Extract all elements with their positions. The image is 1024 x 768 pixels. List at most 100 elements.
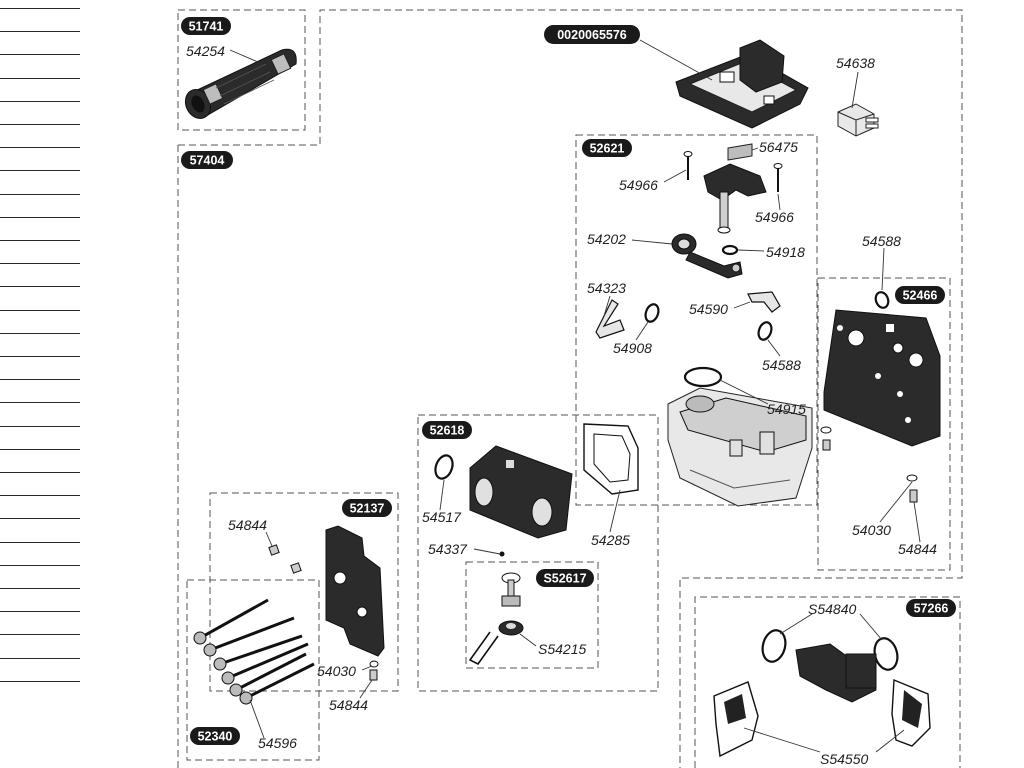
sidebar-rule (0, 170, 80, 172)
sidebar-rule (0, 8, 80, 9)
label-54590: 54590 (689, 301, 728, 317)
label-54588-bracket: 54588 (862, 233, 901, 249)
box-52340 (186, 579, 320, 761)
label-54844-plate: 54844 (898, 541, 937, 557)
sidebar-rule (0, 240, 80, 241)
box-52137 (209, 492, 399, 692)
badge-52137-label: 52137 (350, 502, 385, 516)
label-S54550: S54550 (820, 751, 868, 767)
badge-57266: 57266 (906, 599, 956, 617)
sidebar-rule (0, 216, 80, 218)
label-54915: 54915 (767, 401, 806, 417)
box-51741 (177, 9, 306, 131)
part-drawings (184, 39, 941, 758)
sidebar-rule (0, 518, 80, 520)
label-54030-plate: 54030 (852, 522, 891, 538)
badge-52621: 52621 (582, 139, 632, 157)
sidebar-rule (0, 495, 80, 497)
sidebar-rule (0, 657, 80, 659)
label-S54215: S54215 (538, 641, 586, 657)
box-57404-outline (178, 9, 963, 768)
sidebar-rule (0, 54, 80, 56)
label-54285: 54285 (591, 532, 630, 548)
sidebar-rule (0, 425, 80, 427)
sidebar-rule (0, 263, 80, 265)
label-54596: 54596 (258, 735, 297, 751)
label-54323: 54323 (587, 280, 626, 296)
part-labels: 54254 54638 56475 54966 54966 54202 5491… (186, 43, 937, 767)
sidebar-rule (0, 541, 80, 543)
label-54254: 54254 (186, 43, 225, 59)
sidebar-rule (0, 124, 80, 125)
label-54966-left: 54966 (619, 177, 658, 193)
sidebar-rule (0, 77, 80, 79)
label-S54840: S54840 (808, 601, 856, 617)
badge-57404-label: 57404 (190, 154, 225, 168)
sidebar-rule (0, 448, 80, 450)
label-54588-valve: 54588 (762, 357, 801, 373)
elbow-57266 (713, 629, 931, 758)
label-54638: 54638 (836, 55, 875, 71)
cover-0020065576 (675, 39, 809, 129)
sidebar-rule (0, 332, 80, 334)
sidebar-rule (0, 402, 80, 404)
group-boxes (177, 9, 963, 768)
badge-51741: 51741 (181, 17, 231, 35)
label-54337: 54337 (428, 541, 468, 557)
box-57266 (694, 596, 961, 768)
sidebar-rule (0, 564, 80, 566)
label-54844-screws: 54844 (228, 517, 267, 533)
group-badges: 51741 57404 0020065576 52621 52466 52618 (181, 17, 956, 745)
box-52621 (575, 134, 818, 506)
label-56475: 56475 (759, 139, 798, 155)
sidebar-rule (0, 634, 80, 636)
label-54844-bracket: 54844 (329, 697, 368, 713)
sidebar-rule (0, 379, 80, 381)
label-54030-bracket: 54030 (317, 663, 356, 679)
badge-57266-label: 57266 (914, 602, 949, 616)
assembly-52621-parts (595, 143, 813, 507)
valve-block-52618 (434, 423, 639, 666)
badge-51741-label: 51741 (189, 20, 224, 34)
badge-52621-label: 52621 (590, 142, 625, 156)
badge-52340: 52340 (190, 727, 240, 745)
badge-S52617-label: S52617 (543, 572, 586, 586)
box-S52617 (465, 561, 599, 669)
sidebar-rule (0, 588, 80, 589)
sidebar-rule (0, 147, 80, 149)
sidebar-rule (0, 472, 80, 473)
badge-52466: 52466 (895, 286, 945, 304)
sidebar-rule (0, 31, 80, 33)
sidebar-rule (0, 100, 80, 102)
hose-54254 (184, 48, 297, 120)
box-52466 (817, 277, 951, 571)
label-54966-right: 54966 (755, 209, 794, 225)
screws-52340 (193, 598, 315, 705)
sidebar-rule (0, 611, 80, 613)
badge-52618-label: 52618 (430, 424, 465, 438)
label-54908: 54908 (613, 340, 652, 356)
badge-52466-label: 52466 (903, 289, 938, 303)
switch-54638 (837, 103, 879, 137)
bracket-52466 (820, 291, 941, 503)
label-54202: 54202 (587, 231, 626, 247)
badge-52340-label: 52340 (198, 730, 233, 744)
badge-S52617: S52617 (536, 569, 594, 587)
badge-57404: 57404 (181, 151, 233, 169)
sidebar-rule (0, 680, 80, 682)
box-52618 (417, 414, 659, 692)
label-54918: 54918 (766, 244, 805, 260)
badge-0020065576-label: 0020065576 (557, 28, 627, 42)
bracket-52137 (268, 525, 385, 681)
label-54517: 54517 (422, 509, 462, 525)
badge-0020065576: 0020065576 (544, 25, 640, 44)
badge-52618: 52618 (422, 421, 472, 439)
sidebar-rule (0, 193, 80, 195)
sidebar-rule (0, 286, 80, 288)
leader-lines (229, 39, 921, 753)
sidebar-rule (0, 356, 80, 357)
sidebar-rule (0, 309, 80, 311)
badge-52137: 52137 (342, 499, 392, 517)
